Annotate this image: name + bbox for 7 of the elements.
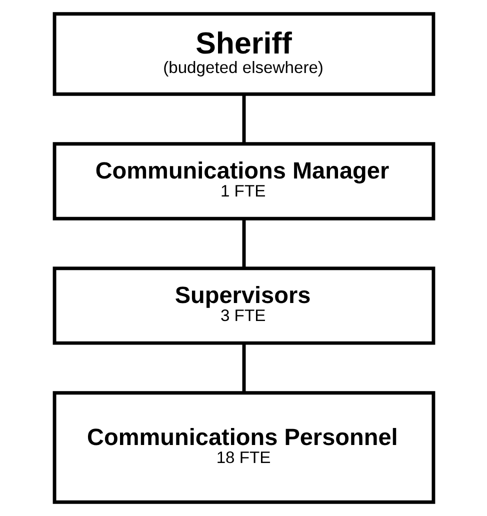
node-box: Supervisors 3 FTE: [52, 266, 435, 345]
connector: [242, 343, 246, 393]
node-box: Communications Manager 1 FTE: [52, 142, 435, 220]
connector: [242, 94, 246, 144]
connector: [242, 219, 246, 268]
node-box: Communications Personnel 18 FTE: [52, 391, 435, 504]
node-box: Sheriff (budgeted elsewhere): [52, 12, 435, 96]
